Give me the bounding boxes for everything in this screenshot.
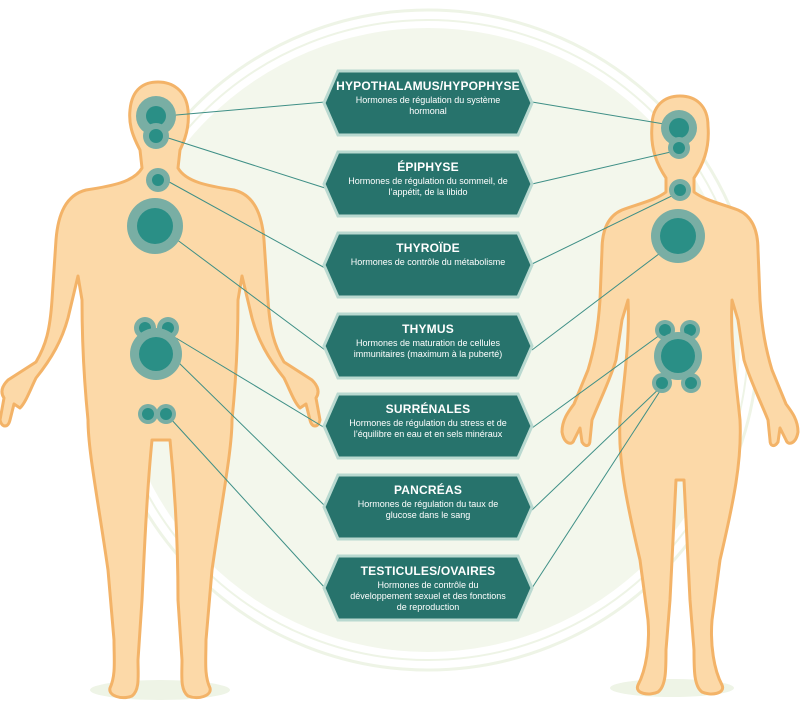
label-description: Hormones de régulation du stress et de l…	[349, 418, 507, 439]
line-epiphyse-male	[161, 135, 326, 189]
label-description: Hormones de contrôle du métabolisme	[350, 257, 506, 267]
label-epiphyse: ÉPIPHYSE Hormones de régulation du somme…	[322, 153, 534, 219]
label-pancreas: PANCRÉAS Hormones de régulation du taux …	[322, 476, 534, 542]
label-thyroide: THYROÏDE Hormones de contrôle du métabol…	[322, 234, 534, 300]
label-thymus: THYMUS Hormones de maturation de cellule…	[322, 315, 534, 381]
label-surrenales: SURRÉNALES Hormones de régulation du str…	[322, 395, 534, 461]
hex-gonades	[322, 554, 534, 622]
male-thymus-gland	[127, 198, 183, 254]
female-pancreas-gland	[654, 332, 702, 380]
label-box-shapes	[322, 69, 534, 622]
line-pancreas-female	[531, 383, 665, 511]
line-surrenales-female	[531, 331, 665, 429]
female-epiphyse-gland	[668, 137, 690, 159]
connector-lines	[161, 101, 689, 589]
hex-surrenales	[322, 392, 534, 460]
label-description: Hormones de régulation du sommeil, de l’…	[348, 176, 508, 197]
label-title: HYPOTHALAMUS/HYPOPHYSE	[336, 79, 520, 93]
label-title: THYROÏDE	[396, 241, 460, 255]
male-body	[0, 80, 322, 700]
label-title: TESTICULES/OVAIRES	[360, 564, 496, 578]
label-title: ÉPIPHYSE	[397, 160, 459, 174]
label-description: Hormones de contrôle du développement se…	[350, 580, 506, 612]
female-ovaires-gland	[652, 373, 701, 393]
label-title: SURRÉNALES	[385, 402, 471, 416]
label-title: PANCRÉAS	[393, 483, 463, 497]
female-hypothalamus-gland	[661, 110, 697, 146]
male-testicules-gland	[138, 404, 176, 424]
label-gonades: TESTICULES/OVAIRES Hormones de contrôle …	[322, 557, 534, 623]
male-glands	[127, 96, 183, 424]
male-thyroide-gland	[146, 168, 170, 192]
label-hypothalamus: HYPOTHALAMUS/HYPOPHYSE Hormones de régul…	[322, 72, 534, 138]
line-thyroide-male	[161, 177, 326, 269]
female-surrenales-gland	[655, 320, 700, 340]
label-description: Hormones de maturation de cellules immun…	[353, 338, 503, 359]
hex-thymus	[322, 312, 534, 380]
male-hypothalamus-gland	[136, 96, 176, 136]
male-pancreas-gland	[130, 328, 182, 380]
line-thymus-male	[171, 235, 326, 351]
line-thymus-female	[531, 237, 681, 351]
female-thyroide-gland	[669, 179, 691, 201]
hex-hypothalamus	[322, 69, 534, 137]
line-gonades-female	[531, 387, 663, 589]
line-epiphyse-female	[531, 147, 689, 185]
female-thymus-gland	[651, 209, 705, 263]
hex-epiphyse	[322, 150, 534, 218]
hex-thyroide	[322, 231, 534, 299]
male-epiphyse-gland	[143, 123, 169, 149]
label-description: Hormones de régulation du système hormon…	[355, 95, 501, 116]
line-gonades-male	[169, 417, 326, 589]
line-hypothalamus-male	[164, 101, 326, 117]
female-glands	[651, 110, 705, 393]
line-surrenales-male	[175, 337, 326, 429]
hex-pancreas	[322, 473, 534, 541]
label-title: THYMUS	[402, 322, 454, 336]
label-description: Hormones de régulation du taux de glucos…	[357, 499, 499, 520]
line-pancreas-male	[175, 359, 326, 507]
female-body	[560, 94, 800, 696]
line-thyroide-female	[531, 189, 685, 265]
